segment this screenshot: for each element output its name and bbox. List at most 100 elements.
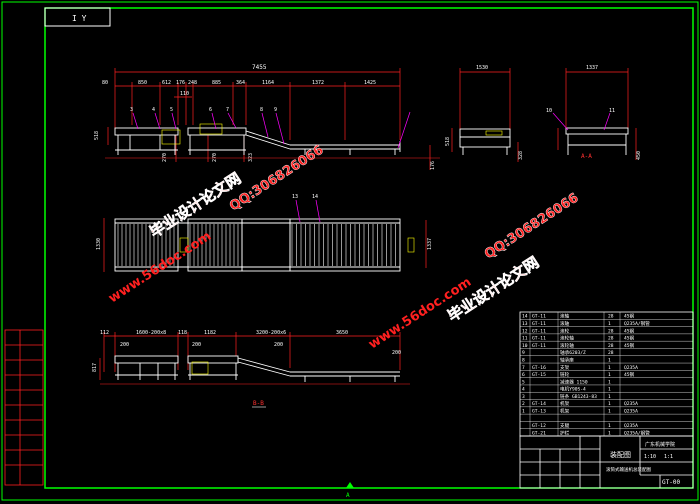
balloon-4: 4 (152, 107, 155, 113)
balloon-7: 7 (226, 107, 229, 113)
dim-height-270a: 270 (162, 153, 168, 162)
title-drawing-no: GT-00 (662, 479, 680, 486)
motor-unit-1 (161, 129, 181, 145)
dim-seg-3: 612 (162, 80, 171, 86)
parts-cell-no: 5 (522, 379, 525, 385)
parts-cell-mat: Q235A (624, 409, 638, 415)
parts-cell-mat: Q235A (624, 365, 638, 371)
parts-cell-mat: 45钢 (624, 371, 635, 378)
parts-cell-name: 机架 (560, 400, 570, 407)
dim-end-height: 518 (445, 137, 451, 146)
dim-seg-5: 248 (188, 80, 197, 86)
parts-cell-code: GT-12 (532, 423, 546, 429)
parts-cell-code: GT-11 (532, 336, 546, 342)
dim-seg-8: 1164 (262, 80, 274, 86)
dim-b-seg-4: 1182 (204, 330, 216, 336)
parts-cell-code: GT-11 (532, 328, 546, 334)
dim-bottom-height: 817 (92, 363, 98, 372)
parts-cell-qty: 1 (608, 394, 611, 400)
parts-cell-name: 滚轮 (560, 327, 570, 334)
title-subtitle: 滚筒式输送机总装配图 (606, 466, 651, 473)
parts-cell-no: 9 (522, 350, 525, 356)
parts-cell-no: 7 (522, 365, 525, 371)
parts-cell-qty: 1 (608, 321, 611, 327)
balloon-3: 3 (130, 107, 133, 113)
dim-b-seg-5: 3200-200x6 (256, 330, 286, 336)
parts-cell-name: 电机Y90S-4 (560, 386, 586, 393)
balloon-10: 10 (546, 108, 552, 114)
parts-cell-code: GT-13 (532, 409, 546, 415)
section-aa-label: A-A (581, 153, 592, 160)
watermarks: www.56doc.com 毕业设计论文网 QQ:306826066 www.5… (106, 142, 582, 352)
motor-unit-2 (199, 123, 223, 135)
dim-top-inner: 110 (180, 91, 189, 97)
title-scale: 1:10 (644, 454, 656, 460)
dim-seg-4: 176 (176, 80, 185, 86)
parts-cell-qty: 28 (608, 314, 614, 320)
dim-plan-height-left: 1330 (96, 238, 102, 250)
title-block: 装配图 广东机械学院 滚筒式输送机总装配图 1:10 1:1 GT-00 (519, 435, 694, 489)
dim-seg-10: 1425 (364, 80, 376, 86)
dim-b-seg-2: 1600-200x8 (136, 330, 166, 336)
parts-cell-code: GT-11 (532, 343, 546, 349)
parts-cell-qty: 1 (608, 372, 611, 378)
parts-cell-name: 机架 (560, 408, 570, 415)
dim-b-seg-6: 3650 (336, 330, 348, 336)
dim-b-small-3: 200 (274, 342, 283, 348)
parts-cell-no: 2 (522, 401, 525, 407)
dim-b-seg-3: 118 (178, 330, 187, 336)
parts-cell-code: GT-15 (532, 372, 546, 378)
parts-cell-mat: Q235A (624, 401, 638, 407)
parts-cell-qty: 1 (608, 401, 611, 407)
parts-cell-no: 4 (522, 387, 525, 393)
parts-cell-name: 滚轮轴 (560, 342, 574, 349)
balloon-6: 6 (209, 107, 212, 113)
dim-side-height: 450 (636, 151, 642, 160)
parts-cell-name: 护栏 (560, 429, 570, 436)
parts-cell-mat: Q235A (624, 423, 638, 429)
section-bb-view: 112 1600-200x8 118 1182 3200-200x6 3650 … (92, 330, 410, 408)
section-bb-label: B-B (253, 400, 264, 407)
title-school: 广东机械学院 (645, 441, 675, 448)
dim-b-seg-1: 112 (100, 330, 109, 336)
parts-cell-qty: 28 (608, 328, 614, 334)
dim-seg-1: 80 (102, 80, 108, 86)
parts-cell-name: 支架 (560, 364, 570, 371)
parts-cell-name: 链条 GB1243-83 (560, 393, 597, 400)
parts-cell-qty: 1 (608, 379, 611, 385)
dim-b-small-1: 200 (120, 342, 129, 348)
title-drawing: 装配图 (610, 450, 631, 459)
dim-b-small-4: 200 (392, 350, 401, 356)
section-motor-1 (191, 361, 209, 375)
parts-cell-mat: 45钢 (624, 342, 635, 349)
parts-cell-qty: 1 (608, 387, 611, 393)
parts-cell-code: GT-11 (532, 314, 546, 320)
parts-cell-mat: Q235A/钢管 (624, 429, 650, 436)
dim-seg-9: 1372 (312, 80, 324, 86)
parts-cell-code: GT-16 (532, 365, 546, 371)
parts-cell-code: GT-14 (532, 401, 546, 407)
plan-end-cap (407, 237, 415, 253)
parts-cell-no: 12 (522, 328, 528, 334)
parts-cell-mat: 45钢 (624, 313, 635, 320)
dim-plan-height-right: 1337 (427, 238, 433, 250)
dim-end-width: 1530 (476, 65, 488, 71)
dim-overall-length: 7455 (252, 64, 267, 71)
balloon-9: 9 (274, 107, 277, 113)
dim-seg-7: 364 (236, 80, 245, 86)
parts-cell-no: 10 (522, 343, 528, 349)
parts-cell-name: 轴承座 (560, 356, 574, 363)
parts-cell-mat: 45钢 (624, 327, 635, 334)
balloon-13: 13 (292, 194, 298, 200)
parts-cell-name: 滚轴 (560, 320, 570, 327)
parts-cell-no: 11 (522, 336, 528, 342)
parts-cell-qty: 1 (608, 365, 611, 371)
watermark-qq-1: QQ:306826066 (227, 143, 326, 215)
parts-cell-qty: 1 (608, 409, 611, 415)
center-mark: A (346, 492, 350, 499)
dim-b-small-2: 200 (192, 342, 201, 348)
parts-cell-name: 支腿 (560, 422, 570, 429)
